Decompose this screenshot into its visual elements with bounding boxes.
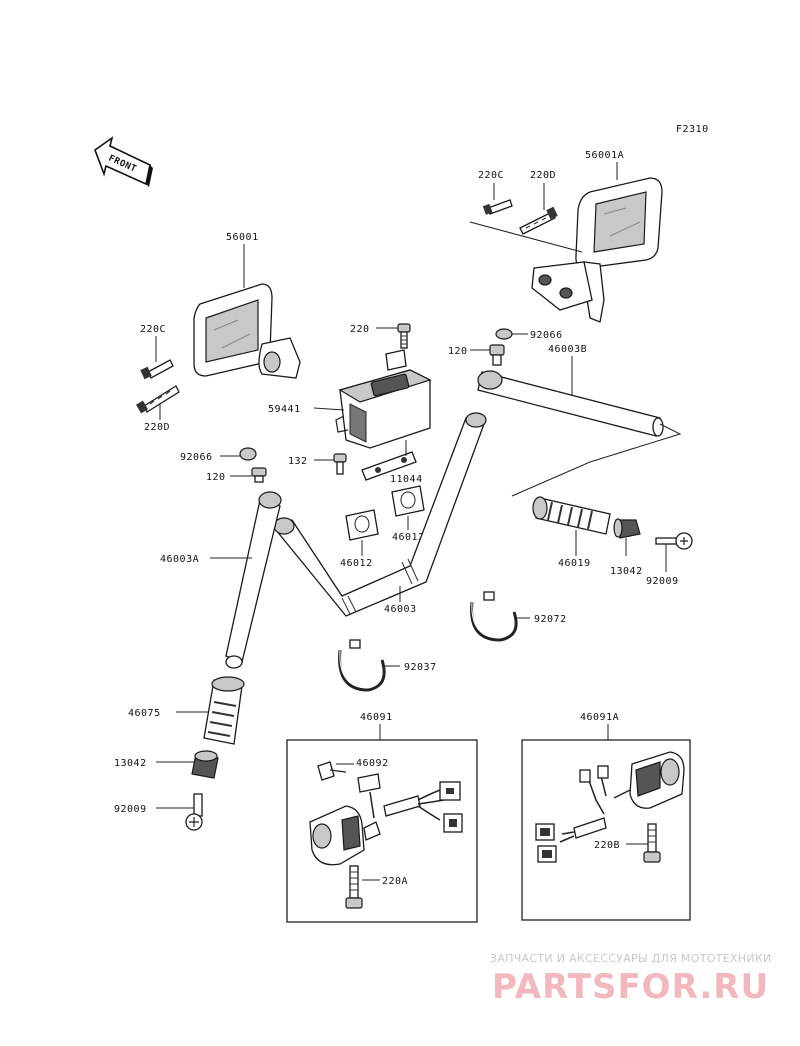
bolt-132 <box>333 453 347 475</box>
label-92009-left: 92009 <box>114 804 147 815</box>
label-220a: 220A <box>382 876 408 887</box>
label-220c-right: 220C <box>478 170 504 181</box>
label-13042-left: 13042 <box>114 758 147 769</box>
harness-right <box>535 765 631 863</box>
cable-tie-92037 <box>338 639 386 692</box>
label-220d-right: 220D <box>530 170 556 181</box>
label-120-top: 120 <box>448 346 468 357</box>
weight-13042-left <box>191 750 219 779</box>
weight-13042-right <box>613 518 641 539</box>
label-46012-right: 46012 <box>392 532 425 543</box>
label-46075: 46075 <box>128 708 161 719</box>
handlebar-46003a <box>225 491 282 669</box>
holder-46012-right <box>391 485 425 517</box>
label-59441: 59441 <box>268 404 301 415</box>
label-220c-left: 220C <box>140 324 166 335</box>
screw-92009-right <box>655 532 693 550</box>
label-132: 132 <box>288 456 308 467</box>
bolt-220d-left <box>136 385 180 414</box>
bolt-220c-left <box>140 359 174 380</box>
handlebar-46003b <box>477 370 664 437</box>
label-46092: 46092 <box>356 758 389 769</box>
label-92066-left: 92066 <box>180 452 213 463</box>
box-46091 <box>286 739 478 923</box>
bolt-220a <box>345 865 363 909</box>
leader-46003b-grip <box>511 423 682 497</box>
label-220: 220 <box>350 324 370 335</box>
bolt-120-top <box>489 344 505 366</box>
watermark-tagline: ЗАПЧАСТИ И АКСЕССУАРЫ ДЛЯ МОТОТЕХНИКИ <box>490 952 772 965</box>
box-46091a <box>521 739 691 921</box>
watermark-brand: PARTSFOR.RU <box>492 967 769 1007</box>
front-arrow-icon: FRONT <box>94 136 153 187</box>
label-11044: 11044 <box>390 474 423 485</box>
label-13042-right: 13042 <box>610 566 643 577</box>
holder-46012-left <box>345 509 379 541</box>
label-46091: 46091 <box>360 712 393 723</box>
figure-code: F2310 <box>676 124 709 135</box>
leader-59441 <box>313 407 345 411</box>
label-220b: 220B <box>594 840 620 851</box>
label-92066-top: 92066 <box>530 330 563 341</box>
label-46012-left: 46012 <box>340 558 373 569</box>
bolt-120-left <box>251 467 267 483</box>
bolt-220b <box>643 823 661 863</box>
screw-92009-left <box>185 793 203 831</box>
label-92037: 92037 <box>404 662 437 673</box>
clamp-cover-59441 <box>335 349 432 449</box>
label-46003a: 46003A <box>160 554 199 565</box>
label-120-left: 120 <box>206 472 226 483</box>
label-46091a: 46091A <box>580 712 619 723</box>
mirror-56001 <box>193 283 301 379</box>
bolt-220-top <box>397 323 411 349</box>
mirror-56001a <box>531 177 663 323</box>
label-46003b: 46003B <box>548 344 587 355</box>
label-220d-left: 220D <box>144 422 170 433</box>
bracket-11044 <box>361 451 417 481</box>
switch-housing-right <box>629 751 685 809</box>
cable-tie-92072 <box>470 591 518 642</box>
label-92072: 92072 <box>534 614 567 625</box>
leader-bolts-mirror-right <box>469 221 583 253</box>
harness-left <box>357 773 463 833</box>
switch-housing-left <box>309 805 381 866</box>
label-56001a: 56001A <box>585 150 624 161</box>
label-56001: 56001 <box>226 232 259 243</box>
throttle-grip-46075 <box>203 676 245 745</box>
grip-46019 <box>532 496 611 535</box>
label-46003: 46003 <box>384 604 417 615</box>
washer-92066-left <box>239 447 257 461</box>
label-92009-right: 92009 <box>646 576 679 587</box>
washer-92066-top <box>495 328 513 340</box>
label-46019: 46019 <box>558 558 591 569</box>
bolt-220d-right <box>519 206 558 235</box>
bolt-220c-right <box>482 199 513 215</box>
switch-46092 <box>317 761 347 781</box>
